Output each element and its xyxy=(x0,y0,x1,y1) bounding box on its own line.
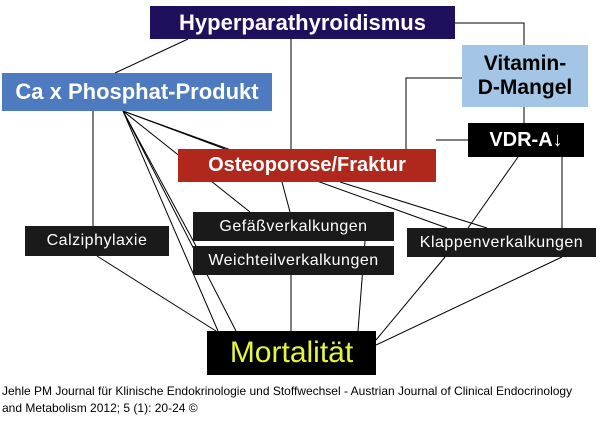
node-label: Gefäßverkalkungen xyxy=(219,217,368,235)
node-label: Vitamin- D-Mangel xyxy=(477,52,573,99)
node-vdr-a: VDR-A↓ xyxy=(468,123,584,157)
edge-klappen-mort1 xyxy=(375,256,446,341)
node-label: Weichteilverkalkungen xyxy=(208,251,379,269)
edge-osteo-gef xyxy=(281,181,291,213)
node-label: Klappenverkalkungen xyxy=(419,233,584,251)
edge-calz-mort xyxy=(96,255,217,332)
caption-line-1: Jehle PM Journal für Klinische Endokrino… xyxy=(2,384,573,398)
node-label: VDR-A↓ xyxy=(489,128,563,151)
node-osteoporose-fraktur: Osteoporose/Fraktur xyxy=(178,149,436,182)
node-label: Hyperparathyroidismus xyxy=(179,9,426,35)
node-label: Ca x Phosphat-Produkt xyxy=(15,79,259,104)
node-vitamin-d-mangel: Vitamin- D-Mangel xyxy=(462,45,588,107)
node-label: Osteoporose/Fraktur xyxy=(208,154,406,176)
edge-klappen-mort2 xyxy=(375,256,563,346)
edge-ca-mort2 xyxy=(122,110,219,332)
node-mortalitaet: Mortalität xyxy=(207,331,376,375)
node-calziphylaxie: Calziphylaxie xyxy=(25,226,169,256)
edge-ca-weich xyxy=(122,110,197,247)
node-klappenverkalkungen: Klappenverkalkungen xyxy=(407,228,596,257)
edge-hyper-ca xyxy=(114,38,189,74)
edge-vitamin-osteo xyxy=(405,77,462,149)
node-weichteilverkalkungen: Weichteilverkalkungen xyxy=(193,246,394,275)
edge-ca-mort1 xyxy=(122,110,237,332)
node-label: Calziphylaxie xyxy=(46,232,148,249)
node-ca-phosphat-produkt: Ca x Phosphat-Produkt xyxy=(2,73,272,111)
node-gefaessverkalkungen: Gefäßverkalkungen xyxy=(193,212,394,241)
caption-line-2: and Metabolism 2012; 5 (1): 20-24 © xyxy=(2,401,198,415)
node-label: Mortalität xyxy=(229,336,354,369)
edge-osteo-klappen xyxy=(339,181,488,229)
edge-hyper-vitamin xyxy=(455,22,525,45)
node-hyperparathyroidismus: Hyperparathyroidismus xyxy=(150,6,455,39)
source-caption: Jehle PM Journal für Klinische Endokrino… xyxy=(2,383,598,417)
edge-vdr-klappen xyxy=(467,156,519,229)
